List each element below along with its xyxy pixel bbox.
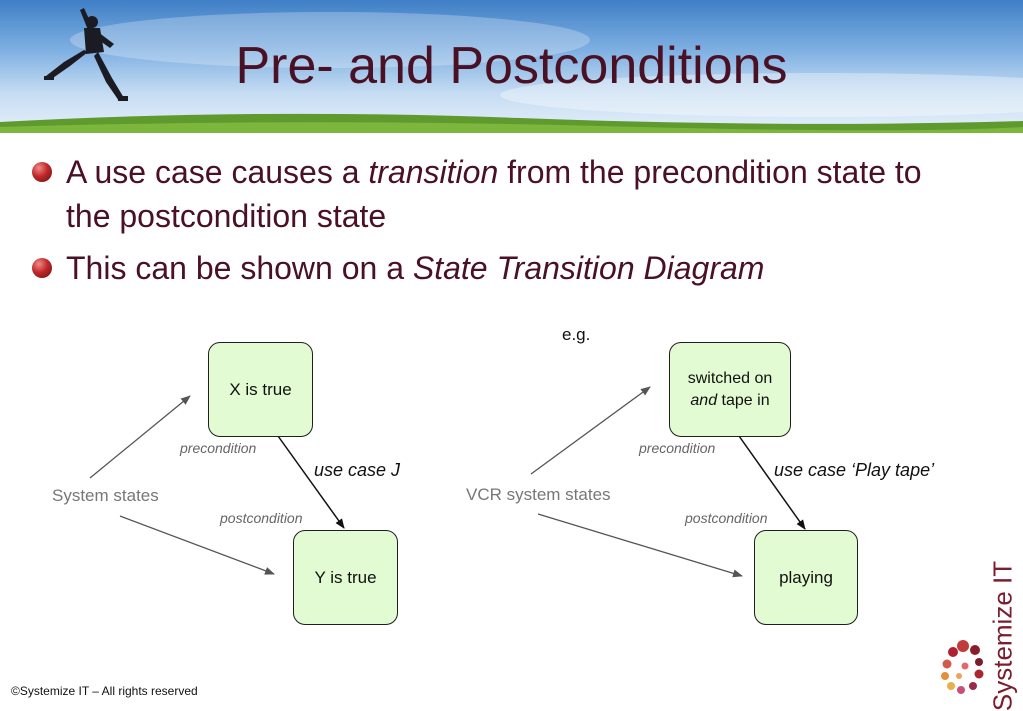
slide-title: Pre- and Postconditions (235, 37, 788, 95)
state-emphasis: and (690, 391, 718, 409)
use-case-label: use case ‘Play tape’ (774, 460, 935, 480)
arrow-system-to-pre (89, 395, 191, 479)
bullet-text: from the precondition state to the postc… (66, 154, 922, 234)
state-label: X is true (229, 379, 292, 399)
header-banner (0, 0, 1023, 133)
state-label: playing (779, 567, 833, 587)
logo-text: Systemize IT (987, 560, 1018, 711)
bullet-emphasis: State Transition Diagram (412, 250, 765, 286)
bullet-emphasis: transition (368, 154, 499, 190)
precondition-label: precondition (639, 440, 716, 456)
state-switched-on: switched on and tape in (669, 342, 791, 437)
arrow-vcr-to-pre (530, 386, 651, 475)
state-label-line: switched on (687, 369, 773, 387)
precondition-label: precondition (180, 440, 257, 456)
vcr-system-states-label: VCR system states (466, 485, 611, 504)
state-label: Y is true (314, 567, 377, 587)
jumping-man-icon (44, 8, 128, 101)
postcondition-label: postcondition (685, 510, 768, 526)
state-y-true: Y is true (293, 530, 398, 625)
state-label-line: and tape in (690, 390, 769, 412)
use-case-label: use case J (314, 460, 401, 480)
eg-label: e.g. (562, 325, 591, 344)
systemize-logo-icon (941, 640, 984, 694)
sky-grass-illustration (0, 8, 1023, 133)
system-states-label: System states (52, 486, 159, 505)
bullet-text: A use case causes a (66, 154, 369, 190)
bullet-list: A use case causes a transition from the … (32, 150, 952, 298)
state-x-true: X is true (208, 342, 313, 437)
bullet-item: This can be shown on a State Transition … (32, 246, 952, 290)
state-playing: playing (754, 530, 858, 625)
copyright-footer: ©Systemize IT – All rights reserved (11, 684, 198, 698)
bullet-icon (32, 258, 52, 278)
bullet-icon (32, 162, 52, 182)
state-label-rest: tape in (717, 391, 770, 409)
bullet-item: A use case causes a transition from the … (32, 150, 952, 238)
bullet-text: This can be shown on a (66, 250, 413, 286)
postcondition-label: postcondition (220, 510, 303, 526)
